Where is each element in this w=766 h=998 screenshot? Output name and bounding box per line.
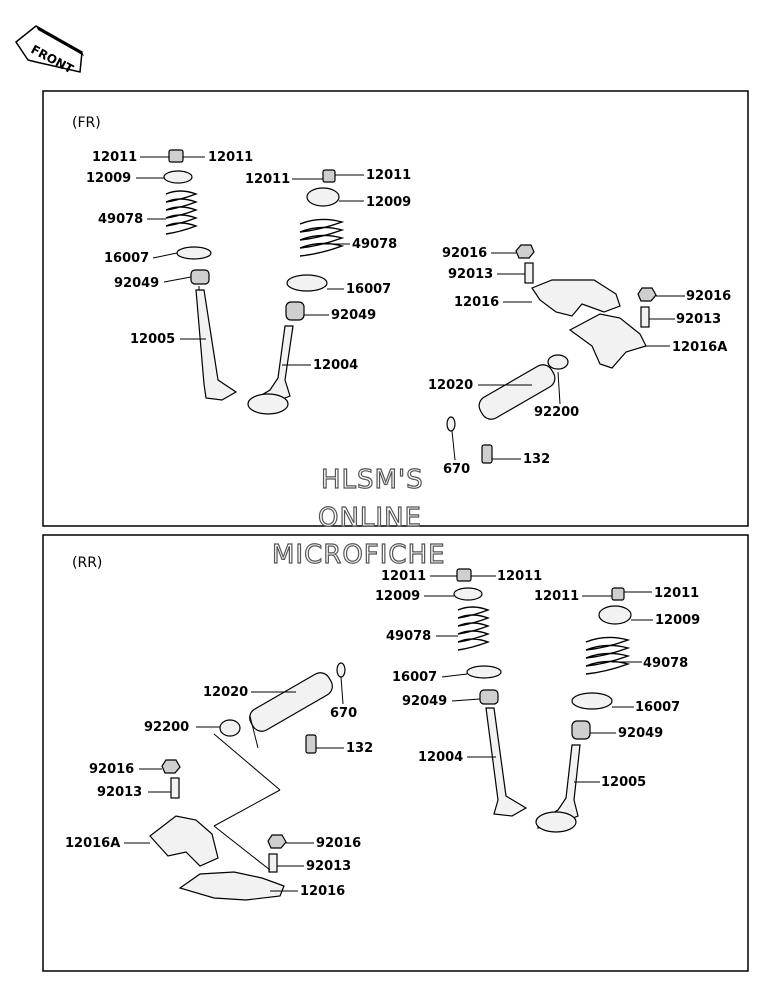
rr-label-670: 670 xyxy=(330,706,357,721)
rr-section-label: (RR) xyxy=(72,555,102,571)
rr-label-49078-b: 49078 xyxy=(643,656,688,671)
fr-label-12011-c: 12011 xyxy=(245,172,290,187)
fr-center-valve-assembly xyxy=(247,169,345,415)
rr-label-12011-c: 12011 xyxy=(534,589,579,604)
rr-label-16007-b: 16007 xyxy=(635,700,680,715)
fr-label-670: 670 xyxy=(443,462,470,477)
rr-label-92200: 92200 xyxy=(144,720,189,735)
fr-label-92016-a: 92016 xyxy=(442,246,487,261)
fr-label-12011-b: 12011 xyxy=(208,150,253,165)
fr-label-12011-d: 12011 xyxy=(366,168,411,183)
rr-label-12005: 12005 xyxy=(601,775,646,790)
fr-label-16007-a: 16007 xyxy=(104,251,149,266)
fr-label-12016: 12016 xyxy=(454,295,499,310)
watermark-line-1: HLSM'S xyxy=(321,465,424,495)
rr-label-12016A: 12016A xyxy=(65,836,120,851)
fr-label-12005: 12005 xyxy=(130,332,175,347)
fr-label-12004: 12004 xyxy=(313,358,358,373)
fr-label-49078-b: 49078 xyxy=(352,237,397,252)
fr-label-92049-b: 92049 xyxy=(331,308,376,323)
rr-label-92016-a: 92016 xyxy=(89,762,134,777)
rr-label-12016: 12016 xyxy=(300,884,345,899)
rr-rocker-assembly xyxy=(149,662,346,901)
fr-label-12011-a: 12011 xyxy=(92,150,137,165)
fr-label-12020: 12020 xyxy=(428,378,473,393)
fr-rocker-assembly xyxy=(446,244,657,464)
watermark-line-2: ONLINE xyxy=(318,503,422,533)
fr-label-16007-b: 16007 xyxy=(346,282,391,297)
watermark: HLSM'S ONLINE MICROFICHE xyxy=(271,464,446,570)
fr-label-92016-b: 92016 xyxy=(686,289,731,304)
rr-section-frame xyxy=(42,534,749,972)
fr-label-92049-a: 92049 xyxy=(114,276,159,291)
rr-label-92049-b: 92049 xyxy=(618,726,663,741)
fr-section-frame xyxy=(42,90,749,527)
rr-label-92013-a: 92013 xyxy=(97,785,142,800)
fr-label-92013-a: 92013 xyxy=(448,267,493,282)
fr-section-label: (FR) xyxy=(72,115,101,131)
fr-left-valve-assembly xyxy=(163,149,238,401)
fr-label-12009-b: 12009 xyxy=(366,195,411,210)
watermark-line-3: MICROFICHE xyxy=(272,540,446,570)
rr-label-12004: 12004 xyxy=(418,750,463,765)
rr-label-92016-b: 92016 xyxy=(316,836,361,851)
fr-label-92200: 92200 xyxy=(534,405,579,420)
rr-label-92013-b: 92013 xyxy=(306,859,351,874)
rr-label-12011-b: 12011 xyxy=(497,569,542,584)
rr-label-12020: 12020 xyxy=(203,685,248,700)
fr-label-49078-a: 49078 xyxy=(98,212,143,227)
fr-label-132: 132 xyxy=(523,452,550,467)
fr-label-92013-b: 92013 xyxy=(676,312,721,327)
rr-label-16007-a: 16007 xyxy=(392,670,437,685)
rr-label-12009-b: 12009 xyxy=(655,613,700,628)
rr-label-132: 132 xyxy=(346,741,373,756)
rr-right-valve-assembly xyxy=(535,587,632,833)
rr-label-49078-a: 49078 xyxy=(386,629,431,644)
rr-center-valve-assembly xyxy=(453,568,528,817)
front-arrow-icon: FRONT xyxy=(14,25,84,77)
rr-label-12011-a: 12011 xyxy=(381,569,426,584)
rr-label-12011-d: 12011 xyxy=(654,586,699,601)
rr-label-92049-a: 92049 xyxy=(402,694,447,709)
rr-label-12009-a: 12009 xyxy=(375,589,420,604)
fr-label-12016A: 12016A xyxy=(672,340,727,355)
fr-label-12009-a: 12009 xyxy=(86,171,131,186)
